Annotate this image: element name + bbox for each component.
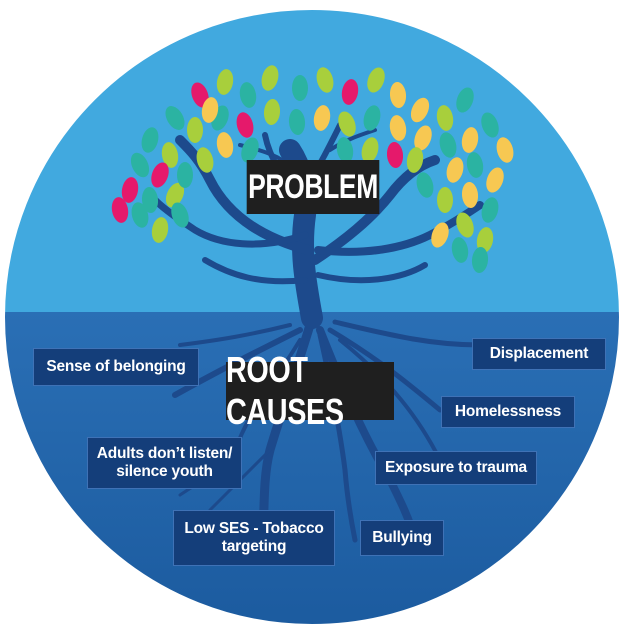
root-causes-title: ROOT CAUSES (226, 349, 394, 432)
cause-low-ses-tobacco: Low SES - Tobacco targeting (173, 510, 335, 566)
leaf (241, 137, 259, 163)
leaf (341, 79, 359, 105)
cause-displacement: Displacement (472, 338, 606, 370)
leaves (111, 65, 514, 273)
leaf (476, 227, 494, 253)
leaf (239, 82, 257, 108)
leaf (386, 142, 404, 168)
leaf (486, 167, 504, 193)
leaf (471, 247, 489, 273)
leaf (196, 147, 214, 173)
leaf (456, 87, 474, 113)
leaf (481, 112, 499, 138)
leaf (236, 112, 254, 138)
cause-adults-dont-listen: Adults don’t listen/ silence youth (87, 437, 242, 489)
leaf (121, 177, 139, 203)
leaf (313, 105, 331, 131)
leaf (446, 157, 464, 183)
leaf (130, 152, 150, 178)
leaf (191, 82, 209, 108)
leaf (367, 67, 385, 93)
leaf (363, 105, 381, 131)
leaf (187, 117, 203, 143)
leaf (141, 127, 159, 153)
leaf (439, 132, 457, 158)
leaf (336, 137, 354, 163)
leaf (461, 182, 479, 208)
leaf (131, 202, 149, 228)
leaf (481, 197, 499, 223)
leaf (496, 137, 514, 163)
leaf (437, 187, 453, 213)
leaf (171, 202, 189, 228)
leaf (461, 127, 479, 153)
cause-sense-of-belonging: Sense of belonging (33, 348, 199, 386)
cause-bullying: Bullying (360, 520, 444, 556)
leaf (165, 182, 185, 208)
leaf (389, 82, 407, 108)
leaf (151, 162, 169, 188)
circle-outline (3, 8, 621, 626)
leaf (414, 125, 432, 151)
leaf (292, 75, 308, 101)
leaf (410, 97, 430, 123)
leaf (456, 212, 474, 238)
leaf (431, 222, 449, 248)
leaf (151, 217, 169, 243)
leaf (406, 147, 424, 173)
leaf (201, 97, 219, 123)
leaf (338, 111, 356, 137)
leaf (416, 172, 434, 198)
leaf (389, 115, 407, 141)
leaf (466, 152, 484, 178)
leaf (451, 237, 469, 263)
leaf (361, 137, 379, 163)
leaf (161, 142, 179, 168)
problem-title: PROBLEM (246, 160, 380, 214)
leaf (111, 197, 129, 223)
leaf (436, 105, 454, 131)
leaf (316, 67, 334, 93)
cause-exposure-to-trauma: Exposure to trauma (375, 451, 537, 485)
cause-homelessness: Homelessness (441, 396, 575, 428)
leaf (216, 132, 234, 158)
leaf (165, 106, 185, 130)
leaf (177, 162, 193, 188)
leaf (263, 99, 281, 125)
leaf (216, 69, 234, 95)
leaf (141, 187, 159, 213)
leaf (261, 65, 279, 91)
leaf (288, 109, 306, 135)
